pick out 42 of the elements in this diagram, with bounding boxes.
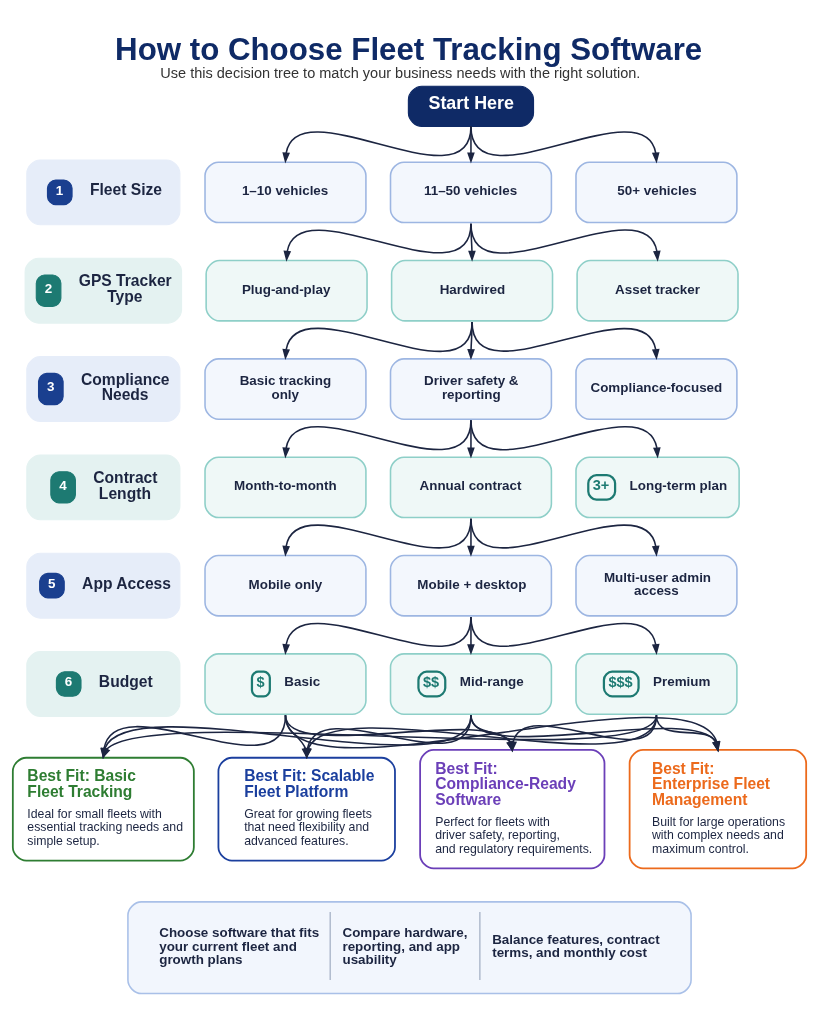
node-box: Basic tracking only: [204, 357, 367, 420]
node-box: Start Here: [407, 85, 535, 127]
node-box: 3 Compliance Needs: [26, 355, 181, 422]
node-box: 3+ Long-term plan: [575, 455, 740, 518]
node-box: 1–10 vehicles: [204, 160, 367, 223]
arrow: [470, 419, 661, 458]
arrow: [304, 714, 658, 759]
node-box: Best Fit: Scalable Fleet Platform Great for growing fleets that need flexibility and advanced features.: [217, 756, 396, 861]
node-box: Plug-and-play: [205, 259, 368, 322]
node-box: Annual contract: [389, 455, 553, 518]
arrow: [471, 320, 660, 360]
node-box: 2 GPS Tracker Type: [24, 257, 183, 324]
node-box: Best Fit: Compliance-Ready Software Perfect for fleets with driver safety, reporting, and regulatory requirements.: [419, 748, 606, 869]
node-box: 5 App Access: [26, 552, 181, 619]
node-box: $ Basic: [204, 652, 367, 715]
arrow: [470, 615, 660, 655]
node-box: 4 Contract Length: [26, 453, 181, 520]
arrow: [470, 714, 720, 752]
node-box: Asset tracker: [576, 259, 739, 322]
node-box: Mobile only: [204, 554, 367, 617]
node-box: 1 Fleet Size: [26, 158, 181, 225]
arrow: [470, 517, 660, 557]
node-box: Mobile + desktop: [389, 554, 553, 617]
node-box: Compliance-focused: [575, 357, 738, 420]
arrow: [470, 222, 661, 262]
diagram-title: How to Choose Fleet Tracking Software: [115, 31, 703, 67]
node-box: Choose software that fits your current fleet and growth plans Compare hardware, reporting, and app usability Balance features, contract terms, and monthly cost: [127, 900, 692, 994]
node-box: Hardwired: [390, 259, 554, 322]
arrow: [655, 714, 720, 752]
node-box: Multi-user admin access: [575, 554, 738, 617]
node-box: Month-to-month: [204, 455, 367, 518]
node-box: Best Fit: Enterprise Fleet Management Built for large operations with complex needs and maximum control.: [628, 748, 808, 869]
arrow: [284, 714, 514, 752]
node-box: $$$ Premium: [575, 652, 738, 715]
node-box: Best Fit: Basic Fleet Tracking Ideal for small fleets with essential tracking needs and simple setup.: [11, 756, 195, 861]
node-box: $$ Mid-range: [389, 652, 553, 715]
node-box: 6 Budget: [26, 650, 181, 717]
node-box: Driver safety & reporting: [389, 357, 553, 420]
node-box: 50+ vehicles: [575, 160, 738, 223]
node-box: 11–50 vehicles: [389, 160, 553, 223]
arrow: [470, 125, 660, 163]
arrow: [284, 714, 721, 752]
